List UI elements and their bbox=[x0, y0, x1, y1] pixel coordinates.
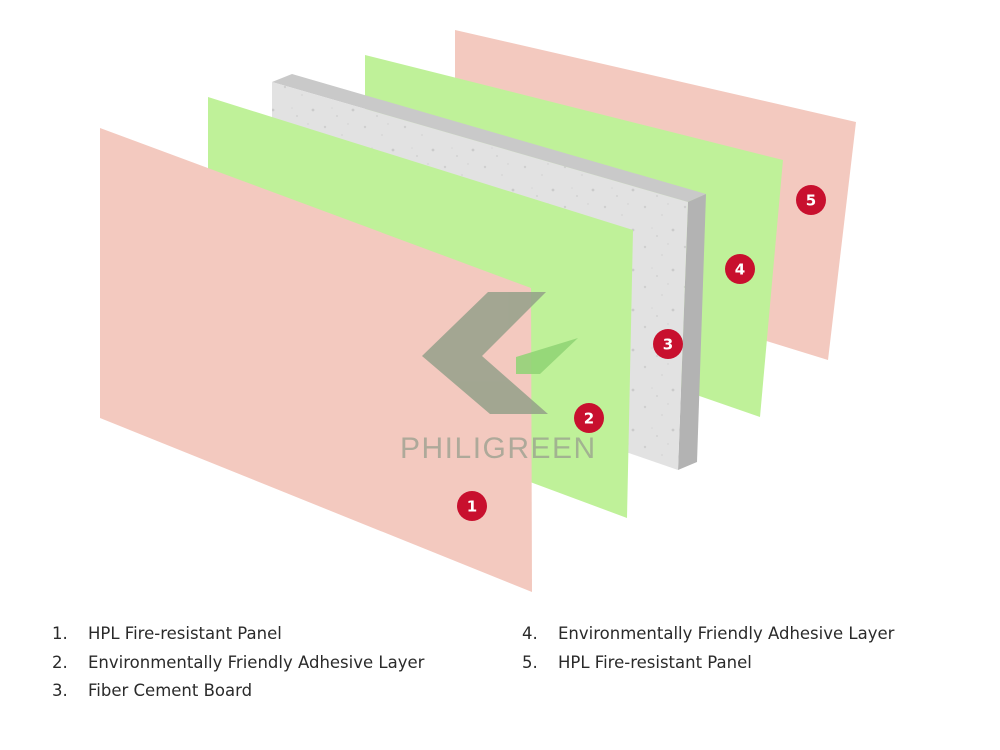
legend-item-3: 3. Fiber Cement Board bbox=[52, 677, 424, 706]
legend-item-1: 1. HPL Fire-resistant Panel bbox=[52, 620, 424, 649]
badge-circle bbox=[653, 329, 683, 359]
badge-layer-4: 4 bbox=[725, 254, 755, 284]
legend-left-column: 1. HPL Fire-resistant Panel 2. Environment… bbox=[52, 620, 424, 706]
legend-right-column: 4. Environmentally Friendly Adhesive Laye… bbox=[522, 620, 894, 677]
board-top-edge bbox=[272, 74, 706, 202]
layer-1-hpl-panel bbox=[100, 128, 532, 592]
badge-layer-3: 3 bbox=[653, 329, 683, 359]
layer-diagram: PHILIGREEN 1 2 3 4 5 bbox=[100, 30, 856, 592]
legend-number: 1. bbox=[52, 624, 68, 643]
legend-number: 5. bbox=[522, 652, 538, 672]
philigreen-logo: PHILIGREEN bbox=[400, 292, 597, 465]
badge-number: 2 bbox=[584, 410, 594, 428]
badge-layer-2: 2 bbox=[574, 403, 604, 433]
badge-number: 5 bbox=[806, 192, 816, 210]
legend-number: 4. bbox=[522, 624, 538, 643]
logo-wordmark: PHILIGREEN bbox=[400, 432, 597, 465]
badge-layer-1: 1 bbox=[457, 491, 487, 521]
badge-number: 3 bbox=[663, 336, 673, 354]
board-side-edge bbox=[678, 194, 706, 470]
legend-number: 3. bbox=[52, 681, 68, 700]
legend-label: HPL Fire-resistant Panel bbox=[558, 652, 752, 672]
legend-number: 2. bbox=[52, 652, 68, 672]
badge-number: 1 bbox=[467, 498, 477, 516]
legend-label: Environmentally Friendly Adhesive Layer bbox=[88, 652, 425, 672]
legend-item-2: 2. Environmentally Friendly Adhesive Laye… bbox=[52, 649, 424, 678]
legend-label: Environmentally Friendly Adhesive Layer bbox=[558, 624, 895, 643]
legend-item-4: 4. Environmentally Friendly Adhesive Laye… bbox=[522, 620, 894, 649]
legend-item-5: 5. HPL Fire-resistant Panel bbox=[522, 649, 894, 678]
badge-number: 4 bbox=[735, 261, 745, 279]
logo-chevron-dark bbox=[422, 292, 548, 414]
badge-circle bbox=[457, 491, 487, 521]
logo-chevron-green bbox=[516, 338, 578, 374]
badge-layer-5: 5 bbox=[796, 185, 826, 215]
badge-circle bbox=[796, 185, 826, 215]
badge-circle bbox=[725, 254, 755, 284]
legend-label: HPL Fire-resistant Panel bbox=[88, 624, 282, 643]
legend-label: Fiber Cement Board bbox=[88, 681, 253, 700]
badge-circle bbox=[574, 403, 604, 433]
